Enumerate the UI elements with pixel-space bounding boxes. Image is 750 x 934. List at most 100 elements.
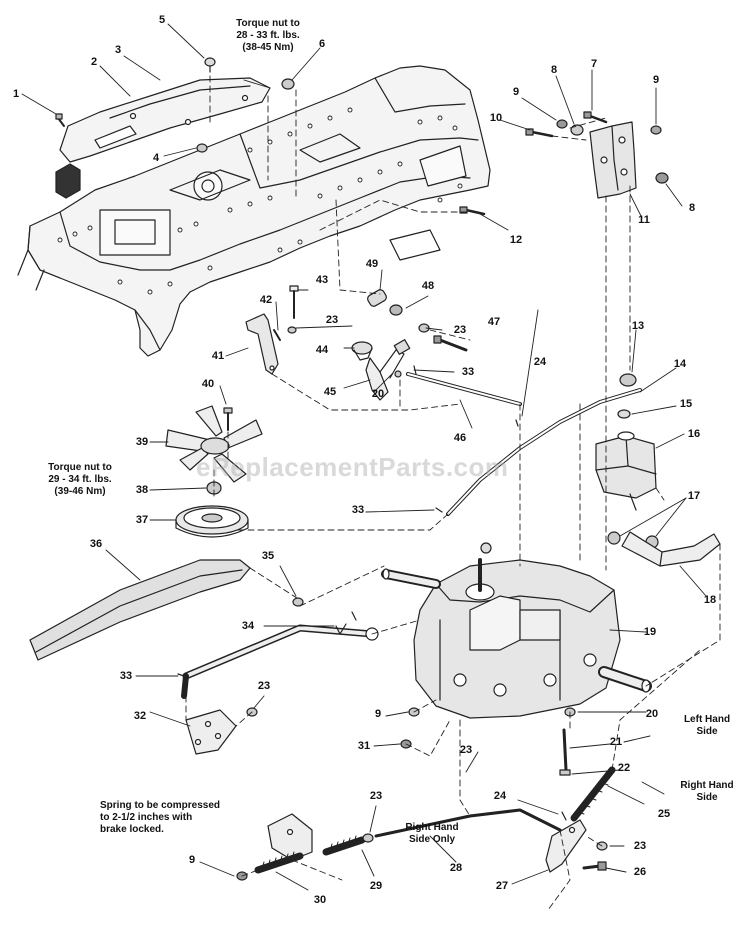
callout-7: 7 (590, 58, 598, 70)
callout-22: 22 (617, 762, 631, 774)
callout-23-b: 23 (325, 314, 339, 326)
callout-23-a: 23 (453, 324, 467, 336)
bolt-47 (433, 335, 468, 352)
clip-33-linkage (351, 611, 357, 621)
nut-35 (292, 597, 304, 607)
callout-23-f: 23 (633, 840, 647, 852)
bolt-40 (223, 407, 233, 431)
bolt-7 (583, 111, 608, 124)
rod-34 (181, 624, 379, 699)
callout-9-d: 9 (188, 854, 196, 866)
bolt-26 (582, 861, 607, 871)
washer-23-brake (362, 833, 374, 843)
nut-6 (281, 78, 295, 90)
bolt-43 (289, 285, 299, 319)
callout-39: 39 (135, 436, 149, 448)
callout-30: 30 (313, 894, 327, 906)
assembly-lines (185, 75, 721, 911)
callout-38: 38 (135, 484, 149, 496)
callout-33-b: 33 (351, 504, 365, 516)
callout-32: 32 (133, 710, 147, 722)
clip-24-brake (561, 811, 567, 821)
callout-33-a: 33 (461, 366, 475, 378)
note-right-hand-only: Right Hand Side Only (405, 822, 459, 845)
callout-20-right: 20 (645, 708, 659, 720)
callout-36: 36 (89, 538, 103, 550)
callout-15: 15 (679, 398, 693, 410)
spring-25 (570, 766, 616, 822)
nut-9-right (650, 125, 662, 135)
note-left-hand: Left Hand Side (683, 714, 731, 737)
nut-5 (204, 57, 216, 73)
callout-40: 40 (201, 378, 215, 390)
callout-13: 13 (631, 320, 645, 332)
bracket-29 (267, 813, 313, 861)
callout-9-b: 9 (652, 74, 660, 86)
note-spring: Spring to be compressed to 2-1/2 inches … (100, 800, 221, 835)
transaxle-19 (413, 542, 621, 719)
callout-14: 14 (673, 358, 687, 370)
frame-holes (57, 107, 463, 295)
callout-28: 28 (449, 862, 463, 874)
screw-1 (55, 113, 65, 127)
bolt-21 (559, 728, 571, 776)
callout-4: 4 (152, 152, 160, 164)
bolt-10 (525, 128, 554, 138)
bracket-32 (185, 709, 237, 755)
spring-29 (322, 835, 366, 856)
bracket-11 (589, 121, 637, 199)
callout-19: 19 (643, 626, 657, 638)
callout-46: 46 (453, 432, 467, 444)
callout-17: 17 (687, 490, 701, 502)
bushing-49 (367, 289, 387, 307)
callout-49: 49 (365, 258, 379, 270)
spring-clip (335, 623, 347, 635)
watermark: eReplacementParts.com (196, 452, 509, 482)
nut-8-right (655, 172, 669, 184)
nut-9 (556, 119, 568, 129)
rod-46 (406, 372, 522, 406)
callout-43: 43 (315, 274, 329, 286)
callout-35: 35 (261, 550, 275, 562)
nut-4 (196, 143, 208, 153)
bolt-12 (459, 206, 486, 216)
callout-20-mid: 20 (371, 388, 385, 400)
callout-8-right: 8 (688, 202, 696, 214)
bracket-41 (245, 313, 279, 375)
note-torque-top: Torque nut to 28 - 33 ft. lbs. (38-45 Nm… (236, 18, 300, 53)
clip-33-rod (435, 507, 443, 513)
callout-24-a: 24 (533, 356, 547, 368)
clip-20-mid (394, 370, 402, 378)
callout-3: 3 (114, 44, 122, 56)
bolt-42 (273, 329, 281, 341)
hose-18 (621, 531, 721, 567)
callout-5: 5 (158, 14, 166, 26)
callout-25: 25 (657, 808, 671, 820)
callout-12: 12 (509, 234, 523, 246)
callout-9-a: 9 (512, 86, 520, 98)
knob-44 (351, 341, 373, 361)
bushing-13 (619, 373, 637, 387)
belt-36 (29, 559, 251, 661)
callout-26: 26 (633, 866, 647, 878)
callout-41: 41 (211, 350, 225, 362)
callout-44: 44 (315, 344, 329, 356)
callout-27: 27 (495, 880, 509, 892)
callout-31: 31 (357, 740, 371, 752)
callout-21: 21 (609, 736, 623, 748)
clip-24 (515, 419, 519, 427)
pulley-37 (175, 505, 249, 538)
reservoir-16 (595, 431, 657, 511)
callout-1: 1 (12, 88, 20, 100)
washer-23-mid (287, 326, 297, 334)
rod-28 (374, 808, 562, 838)
callout-9-c: 9 (374, 708, 382, 720)
callout-18: 18 (703, 594, 717, 606)
callout-33-c: 33 (119, 670, 133, 682)
callout-2: 2 (90, 56, 98, 68)
callout-11: 11 (638, 214, 650, 226)
callout-23-e: 23 (369, 790, 383, 802)
leader-lines (21, 23, 707, 891)
callout-6: 6 (318, 38, 326, 50)
